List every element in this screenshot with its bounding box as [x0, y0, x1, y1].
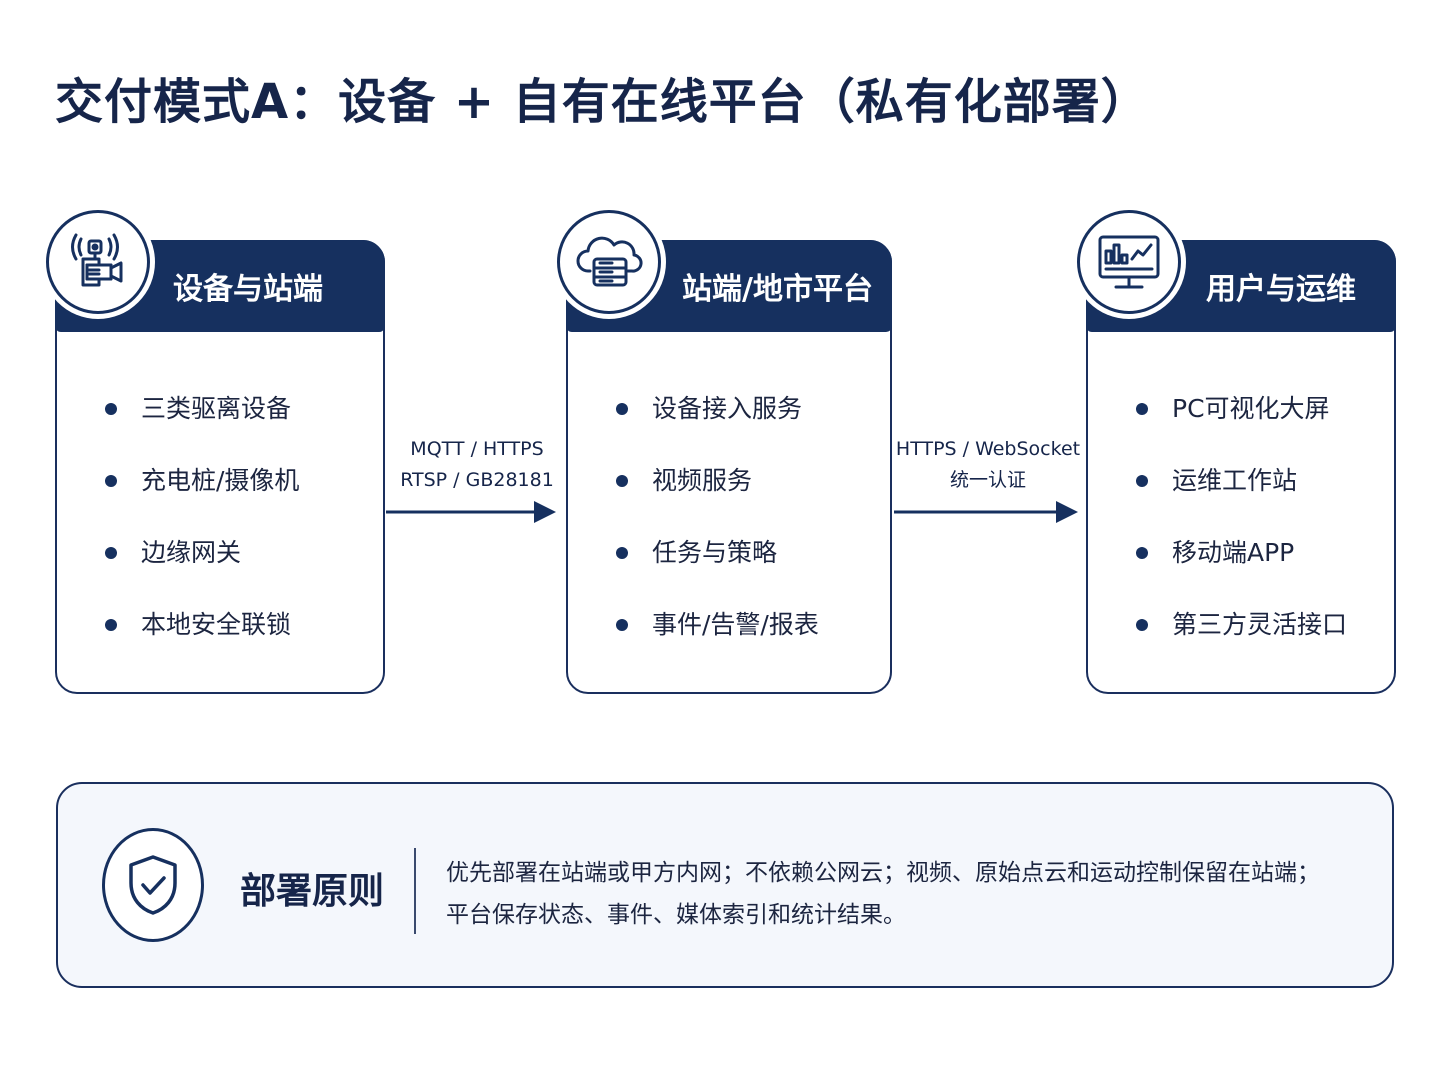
protocol-line-1: HTTPS / WebSocket: [895, 438, 1081, 460]
principle-text: 优先部署在站端或甲方内网；不依赖公网云；视频、原始点云和运动控制保留在站端； 平…: [446, 852, 1320, 936]
card-device-station: 设备与站端 三类驱离设备 充电桩/摄像机 边缘网关 本地安全联锁: [55, 240, 385, 694]
card-item-list: 设备接入服务 视频服务 任务与策略 事件/告警/报表: [616, 392, 819, 680]
protocol-line-1: MQTT / HTTPS: [410, 438, 544, 460]
list-item: 边缘网关: [105, 536, 299, 608]
list-item: 第三方灵活接口: [1136, 608, 1347, 680]
page-title: 交付模式A：设备 + 自有在线平台（私有化部署）: [55, 74, 1150, 130]
deployment-principle-panel: 部署原则 优先部署在站端或甲方内网；不依赖公网云；视频、原始点云和运动控制保留在…: [56, 782, 1394, 988]
protocol-label: HTTPS / WebSocket 统一认证: [894, 434, 1082, 496]
list-item: 设备接入服务: [616, 392, 819, 464]
card-title: 站端/地市平台: [682, 272, 873, 307]
principle-line-1: 优先部署在站端或甲方内网；不依赖公网云；视频、原始点云和运动控制保留在站端；: [446, 860, 1320, 886]
list-item: 任务与策略: [616, 536, 819, 608]
principle-line-2: 平台保存状态、事件、媒体索引和统计结果。: [446, 902, 906, 928]
protocol-line-2: 统一认证: [949, 469, 1026, 491]
list-item: PC可视化大屏: [1136, 392, 1347, 464]
principle-title: 部署原则: [240, 871, 385, 912]
card-header: 站端/地市平台: [566, 240, 892, 332]
card-item-list: PC可视化大屏 运维工作站 移动端APP 第三方灵活接口: [1136, 392, 1347, 680]
card-title: 设备与站端: [173, 272, 323, 307]
list-item: 事件/告警/报表: [616, 608, 819, 680]
list-item: 移动端APP: [1136, 536, 1347, 608]
flow-arrow: [386, 501, 556, 523]
list-item: 本地安全联锁: [105, 608, 299, 680]
dashboard-monitor-icon: [1077, 210, 1181, 314]
card-title: 用户与运维: [1206, 272, 1356, 307]
camera-sensor-icon: [46, 210, 150, 314]
list-item: 视频服务: [616, 464, 819, 536]
flow-arrow: [894, 501, 1078, 523]
list-item: 运维工作站: [1136, 464, 1347, 536]
card-station-platform: 站端/地市平台 设备接入服务 视频服务 任务与策略 事件/告警/报表: [566, 240, 892, 694]
divider: [414, 848, 416, 934]
shield-check-icon: [102, 828, 204, 942]
protocol-label: MQTT / HTTPS RTSP / GB28181: [386, 434, 568, 496]
card-item-list: 三类驱离设备 充电桩/摄像机 边缘网关 本地安全联锁: [105, 392, 299, 680]
cloud-server-icon: [557, 210, 661, 314]
list-item: 充电桩/摄像机: [105, 464, 299, 536]
protocol-line-2: RTSP / GB28181: [400, 469, 554, 491]
list-item: 三类驱离设备: [105, 392, 299, 464]
